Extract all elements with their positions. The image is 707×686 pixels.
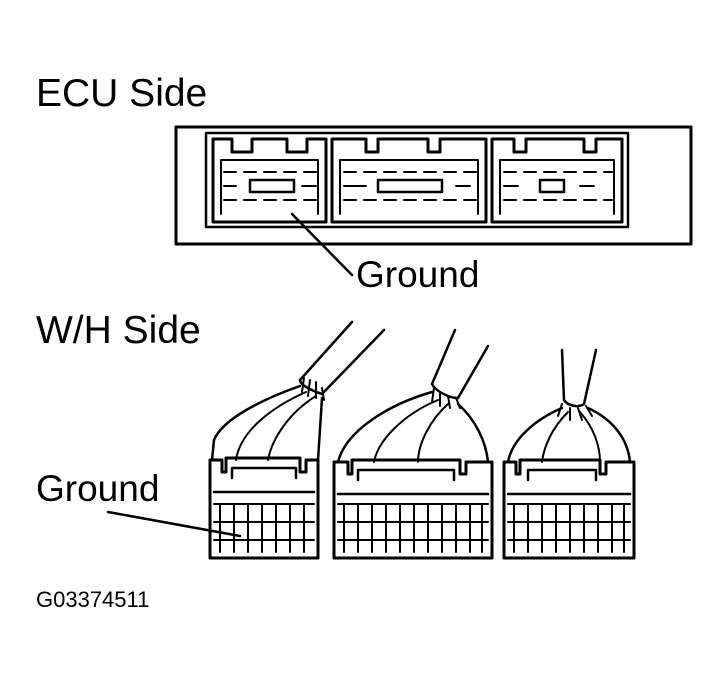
wire-bundle-1 bbox=[298, 320, 386, 396]
ecu-connector-slot-2 bbox=[330, 137, 488, 224]
ecu-connector-slot-1 bbox=[211, 137, 328, 224]
wire-bundle-3 bbox=[560, 348, 598, 406]
ecu-connector-slot-3 bbox=[490, 137, 624, 224]
wh-ground-leader-line bbox=[106, 510, 242, 538]
wire-bundle-2 bbox=[430, 328, 490, 400]
ecu-connector-housing bbox=[174, 125, 693, 246]
wh-connector-2 bbox=[332, 328, 494, 560]
figure-code: G03374511 bbox=[36, 587, 150, 612]
wh-connector-3 bbox=[502, 348, 636, 560]
wh-ground-label: Ground bbox=[36, 468, 160, 509]
ecu-ground-label: Ground bbox=[356, 254, 480, 295]
wh-side-label: W/H Side bbox=[36, 309, 201, 352]
ecu-ground-leader-line bbox=[290, 212, 354, 277]
ecu-side-label: ECU Side bbox=[36, 72, 208, 115]
wh-connector-1 bbox=[208, 320, 386, 560]
